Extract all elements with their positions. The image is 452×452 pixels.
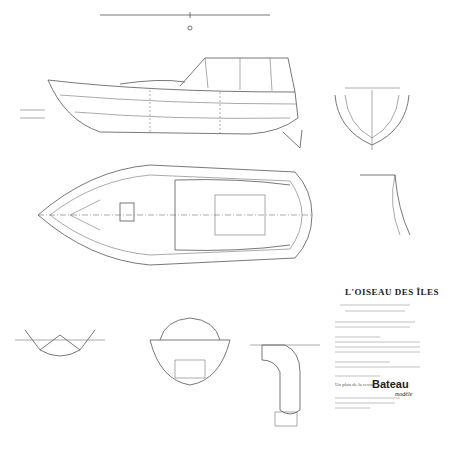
- leader: [20, 118, 45, 119]
- fitting: [188, 26, 192, 30]
- cockpit: [175, 180, 290, 251]
- frame-line: [150, 90, 151, 132]
- engine-box: [215, 195, 265, 235]
- title-block-text-lines: [335, 305, 420, 408]
- frame-line: [220, 92, 221, 134]
- stern-view: [150, 340, 230, 385]
- stem-profile: [392, 175, 400, 235]
- stem-profile: [360, 175, 410, 235]
- plan-title: L'OISEAU DES ÎLES: [345, 287, 439, 297]
- rudder-fitting: [275, 412, 297, 426]
- rod: [100, 15, 270, 16]
- plan-label: Bateau: [372, 378, 409, 390]
- coaming: [120, 80, 185, 84]
- leader: [345, 88, 400, 89]
- rod-mark: [190, 12, 191, 18]
- section: [25, 330, 95, 356]
- plan-label: modèle: [395, 391, 412, 397]
- hood-frame: [205, 58, 272, 91]
- transom-detail: [175, 360, 205, 378]
- hatch: [120, 203, 134, 221]
- rudder: [283, 130, 302, 148]
- leader: [15, 340, 105, 341]
- hull-profile: [48, 80, 298, 134]
- rudder-detail: [262, 345, 300, 414]
- leader: [20, 110, 45, 111]
- waterline: [75, 112, 290, 118]
- hood-end: [160, 318, 220, 340]
- cabin-hood: [180, 58, 295, 92]
- centerline: [372, 90, 373, 150]
- leader: [250, 345, 320, 346]
- plan-label: Un plan de la revue: [335, 382, 374, 387]
- waterline: [60, 95, 296, 104]
- hull-plan: [38, 165, 312, 265]
- foredeck: [70, 200, 100, 230]
